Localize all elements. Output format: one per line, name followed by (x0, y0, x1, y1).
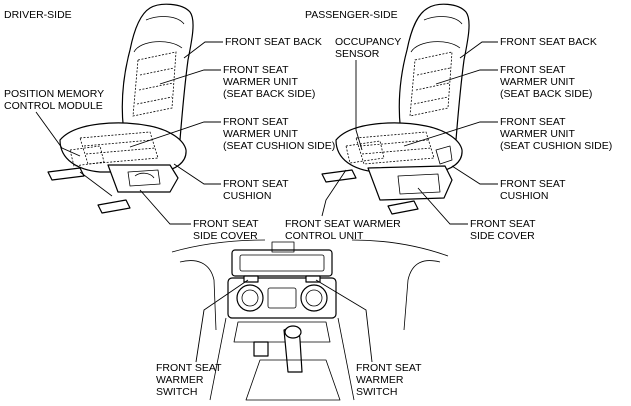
driver-side-cover-label: FRONT SEAT SIDE COVER (193, 218, 259, 242)
svg-text:(SEAT BACK SIDE): (SEAT BACK SIDE) (500, 88, 592, 100)
svg-text:SIDE COVER: SIDE COVER (193, 230, 258, 242)
passenger-cushion-label: FRONT SEAT CUSHION (500, 178, 566, 202)
svg-text:FRONT SEAT: FRONT SEAT (500, 64, 566, 76)
leader-line (173, 163, 221, 185)
svg-text:OCCUPANCY: OCCUPANCY (335, 36, 401, 48)
passenger-side-heading: PASSENGER-SIDE (305, 9, 398, 21)
leader-line (129, 121, 221, 148)
svg-text:(SEAT CUSHION SIDE): (SEAT CUSHION SIDE) (223, 140, 335, 152)
right-warmer-switch-label: FRONT SEAT WARMER SWITCH (356, 362, 422, 398)
leader-line (451, 165, 498, 185)
center-console-illustration (171, 239, 449, 401)
svg-text:FRONT SEAT WARMER: FRONT SEAT WARMER (285, 218, 401, 230)
leader-line (35, 111, 81, 157)
svg-text:WARMER UNIT: WARMER UNIT (223, 128, 298, 140)
svg-text:POSITION MEMORY: POSITION MEMORY (4, 88, 104, 100)
passenger-front-seat-back-label: FRONT SEAT BACK (500, 36, 597, 48)
svg-text:FRONT SEAT: FRONT SEAT (470, 218, 536, 230)
occupancy-sensor-label: OCCUPANCY SENSOR (335, 36, 401, 60)
leader-line (139, 189, 191, 225)
svg-text:CUSHION: CUSHION (223, 190, 271, 202)
svg-text:WARMER UNIT: WARMER UNIT (500, 128, 575, 140)
warmer-control-unit-label: FRONT SEAT WARMER CONTROL UNIT (285, 218, 401, 242)
svg-text:(SEAT BACK SIDE): (SEAT BACK SIDE) (223, 88, 315, 100)
leader-line (403, 121, 498, 147)
svg-text:SWITCH: SWITCH (356, 386, 397, 398)
svg-text:(SEAT CUSHION SIDE): (SEAT CUSHION SIDE) (500, 140, 612, 152)
svg-text:FRONT SEAT: FRONT SEAT (223, 178, 289, 190)
leader-line (195, 279, 249, 363)
position-memory-label: POSITION MEMORY CONTROL MODULE (4, 88, 104, 112)
leader-line (159, 69, 221, 85)
driver-seat-illustration (47, 3, 194, 214)
svg-text:CUSHION: CUSHION (500, 190, 548, 202)
passenger-warmer-back-label: FRONT SEAT WARMER UNIT (SEAT BACK SIDE) (500, 64, 592, 100)
svg-text:FRONT SEAT: FRONT SEAT (156, 362, 222, 374)
leader-line (435, 69, 498, 85)
svg-text:FRONT SEAT: FRONT SEAT (500, 116, 566, 128)
svg-text:SWITCH: SWITCH (156, 386, 197, 398)
svg-text:CONTROL MODULE: CONTROL MODULE (4, 100, 103, 112)
leader-line (417, 187, 468, 225)
svg-text:CONTROL UNIT: CONTROL UNIT (285, 230, 364, 242)
svg-text:FRONT SEAT: FRONT SEAT (500, 178, 566, 190)
svg-text:FRONT SEAT: FRONT SEAT (193, 218, 259, 230)
svg-text:SENSOR: SENSOR (335, 48, 380, 60)
svg-text:FRONT SEAT: FRONT SEAT (223, 116, 289, 128)
driver-front-seat-back-label: FRONT SEAT BACK (225, 36, 322, 48)
svg-text:FRONT SEAT: FRONT SEAT (223, 64, 289, 76)
leader-line (459, 41, 498, 59)
passenger-warmer-cushion-label: FRONT SEAT WARMER UNIT (SEAT CUSHION SID… (500, 116, 612, 152)
leader-line (183, 41, 223, 59)
leader-line (315, 279, 373, 363)
left-warmer-switch-label: FRONT SEAT WARMER SWITCH (156, 362, 222, 398)
svg-text:WARMER UNIT: WARMER UNIT (223, 76, 298, 88)
driver-cushion-label: FRONT SEAT CUSHION (223, 178, 289, 202)
driver-side-heading: DRIVER-SIDE (4, 9, 72, 21)
svg-text:SIDE COVER: SIDE COVER (470, 230, 535, 242)
svg-text:FRONT SEAT: FRONT SEAT (356, 362, 422, 374)
svg-text:WARMER: WARMER (156, 374, 204, 386)
svg-text:WARMER: WARMER (356, 374, 404, 386)
passenger-side-cover-label: FRONT SEAT SIDE COVER (470, 218, 536, 242)
svg-text:WARMER UNIT: WARMER UNIT (500, 76, 575, 88)
leader-line (321, 169, 347, 217)
driver-warmer-back-label: FRONT SEAT WARMER UNIT (SEAT BACK SIDE) (223, 64, 315, 100)
driver-warmer-cushion-label: FRONT SEAT WARMER UNIT (SEAT CUSHION SID… (223, 116, 335, 152)
leader-line (355, 60, 363, 151)
passenger-seat-illustration (321, 3, 470, 215)
